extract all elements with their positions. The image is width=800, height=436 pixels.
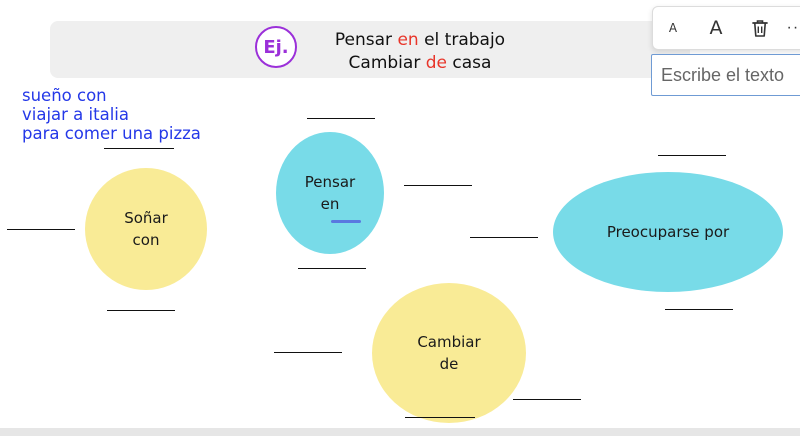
- answer-blank[interactable]: [404, 185, 472, 186]
- answer-blank[interactable]: [470, 237, 538, 238]
- bubble-label-line: en: [320, 195, 340, 213]
- bubble-label-line: de: [439, 355, 459, 373]
- example-line-1-start: Pensar: [334, 30, 398, 50]
- example-line-1: Pensar en el trabajo: [300, 30, 540, 50]
- bubble-label-line: con: [132, 231, 160, 249]
- example-line-2: Cambiar de casa: [300, 53, 540, 73]
- decrease-font-button[interactable]: A: [668, 21, 678, 35]
- increase-font-button[interactable]: A: [709, 17, 723, 39]
- text-entry-field[interactable]: [651, 54, 800, 96]
- bubble-label-line: Soñar: [124, 209, 168, 227]
- answer-blank[interactable]: [298, 268, 366, 269]
- answer-blank[interactable]: [513, 399, 581, 400]
- answer-blank[interactable]: [665, 309, 733, 310]
- canvas-bottom-edge: [0, 428, 800, 436]
- bubble-pensar-en[interactable]: Pensar en: [276, 132, 384, 254]
- answer-blank[interactable]: [405, 417, 475, 418]
- note-line: viajar a italia: [22, 105, 129, 124]
- example-line-2-end: casa: [446, 53, 492, 73]
- answer-blank[interactable]: [658, 155, 726, 156]
- trash-icon: [752, 20, 768, 37]
- example-line-1-end: el trabajo: [418, 30, 506, 50]
- bubble-sonar-con[interactable]: Soñar con: [85, 168, 207, 290]
- example-banner: [50, 21, 690, 78]
- example-line-2-preposition: de: [425, 53, 447, 73]
- note-line: sueño con: [22, 86, 107, 105]
- answer-blank[interactable]: [107, 310, 175, 311]
- more-options-button[interactable]: ···: [786, 19, 800, 36]
- example-line-1-preposition: en: [397, 30, 419, 50]
- answer-blank[interactable]: [7, 229, 75, 230]
- answer-blank[interactable]: [104, 148, 174, 149]
- bubble-label-line: Pensar: [304, 173, 356, 191]
- bubble-preocuparse-por[interactable]: Preocuparse por: [553, 172, 783, 292]
- bubble-label-line: Cambiar: [417, 333, 481, 351]
- answer-blank[interactable]: [307, 118, 375, 119]
- example-line-2-start: Cambiar: [348, 53, 426, 73]
- bubble-cambiar-de[interactable]: Cambiar de: [372, 283, 526, 423]
- delete-button[interactable]: [745, 7, 775, 49]
- answer-blank[interactable]: [274, 352, 342, 353]
- example-badge: Ej.: [255, 26, 297, 68]
- preposition-underline: [331, 220, 361, 223]
- note-line: para comer una pizza: [22, 124, 201, 143]
- text-toolbar: A A ···: [652, 6, 800, 50]
- bubble-label-line: Preocuparse por: [606, 223, 730, 241]
- handwritten-note[interactable]: sueño con viajar a italia para comer una…: [22, 86, 262, 143]
